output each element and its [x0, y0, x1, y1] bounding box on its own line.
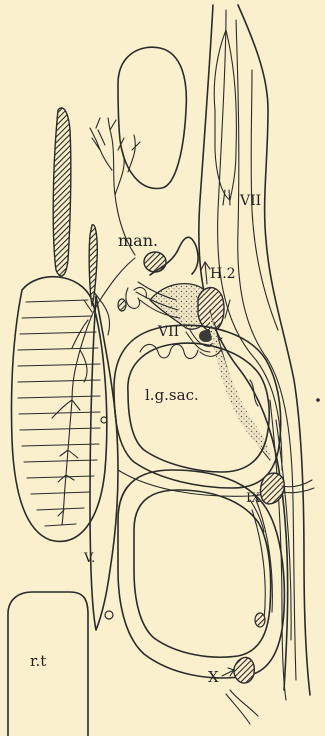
- hatched-spike: [53, 108, 71, 276]
- small-hatched-oval: [255, 613, 265, 627]
- x-nerve: [226, 690, 258, 724]
- hatched-sliver: [89, 225, 97, 305]
- large-upper-sac: [114, 325, 281, 488]
- spinal-cord-inner: [218, 10, 282, 470]
- ix-nerve: [282, 480, 314, 493]
- label-h2: H.2: [210, 266, 236, 282]
- label-lg-sac: l.g.sac.: [145, 386, 199, 404]
- spinal-cord-outer-right: [238, 5, 310, 695]
- label-x: X: [208, 668, 219, 686]
- spinal-cord-outer: [199, 5, 288, 690]
- rt-structure: [8, 592, 88, 736]
- small-hooks: [126, 288, 146, 309]
- upper-rounded-structure: [118, 47, 186, 188]
- label-man: man.: [118, 231, 158, 250]
- ix-ganglion: [261, 473, 285, 504]
- x-ganglion: [234, 657, 254, 683]
- large-lower-sac-inner: [134, 490, 271, 657]
- label-vii-top: VII: [239, 193, 261, 209]
- left-column: [90, 296, 118, 630]
- gill-lamellae: [18, 300, 100, 526]
- label-v: V.: [83, 551, 95, 566]
- sac-right-fold: [250, 380, 258, 406]
- long-process-stipple: [210, 312, 272, 460]
- mandibular-blob: [144, 252, 166, 272]
- large-upper-sac-inner: [128, 343, 269, 472]
- nerve-strands-lower: [270, 400, 286, 700]
- edge-dot: [316, 398, 320, 402]
- small-circle-b: [105, 611, 113, 619]
- small-hatched-dot: [118, 299, 126, 311]
- x-arrow: [222, 668, 234, 676]
- label-rt: r.t: [30, 652, 46, 670]
